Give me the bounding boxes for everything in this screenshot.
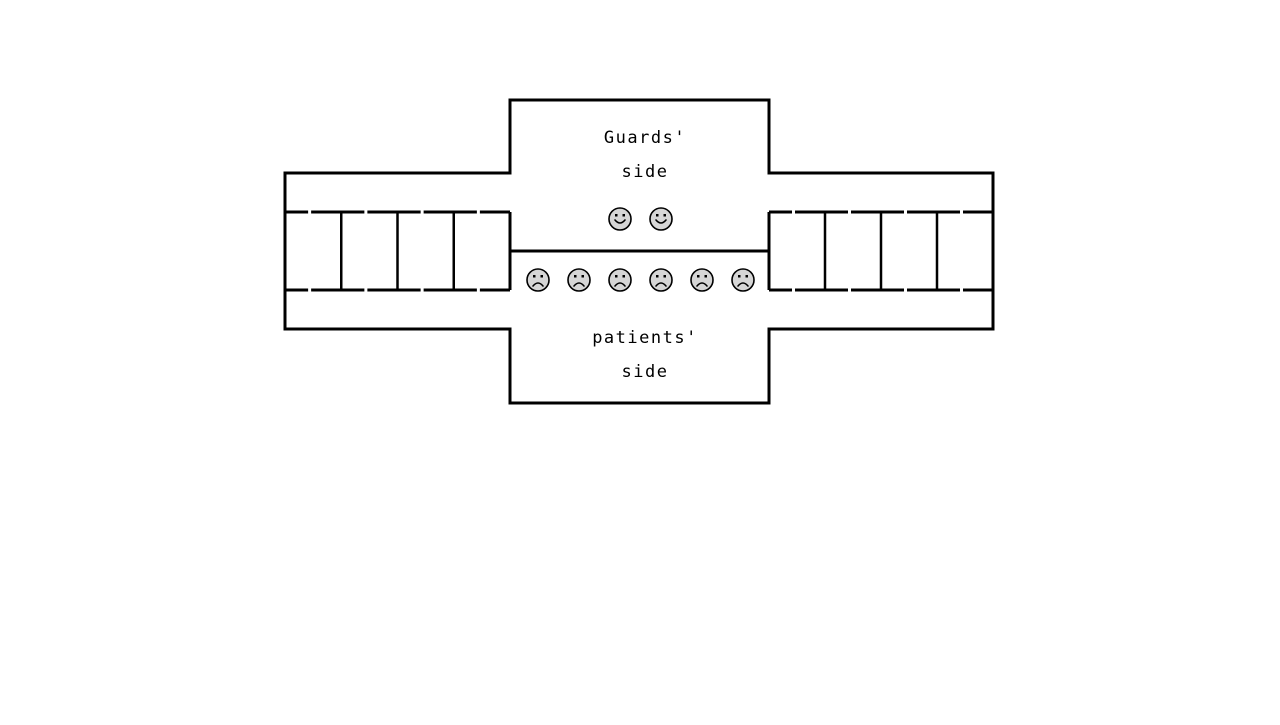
left-cell-door-bottom[interactable] (476, 288, 480, 292)
guard-smiley-icon[interactable] (649, 207, 673, 231)
left-cell-door-bottom[interactable] (420, 288, 424, 292)
patient-frowning-icon[interactable] (731, 268, 755, 292)
left-cell-door-top[interactable] (420, 210, 424, 214)
guards-side-label: Guards' (604, 128, 686, 148)
right-cell-door-bottom[interactable] (960, 288, 963, 292)
left-wing-cells (308, 210, 480, 292)
right-wing-cells (792, 210, 963, 292)
guard-smiley-icon[interactable] (608, 207, 632, 231)
left-cell-door-bottom[interactable] (364, 288, 368, 292)
patient-frowning-icon[interactable] (608, 268, 632, 292)
right-cell-door-top[interactable] (904, 210, 907, 214)
right-cell-door-bottom[interactable] (792, 288, 795, 292)
right-cell-door-bottom[interactable] (848, 288, 851, 292)
patients-group (526, 268, 755, 292)
patient-frowning-icon[interactable] (690, 268, 714, 292)
guards-group (608, 207, 673, 231)
patients-side-label: patients' (592, 328, 698, 348)
right-cell-door-top[interactable] (848, 210, 851, 214)
patient-frowning-icon[interactable] (526, 268, 550, 292)
right-cell-door-top[interactable] (960, 210, 963, 214)
left-cell-door-top[interactable] (476, 210, 480, 214)
patients-side-label-line2: side (622, 362, 669, 382)
building-outline (283, 98, 995, 405)
right-cell-door-top[interactable] (792, 210, 795, 214)
left-cell-door-top[interactable] (364, 210, 368, 214)
patient-frowning-icon[interactable] (649, 268, 673, 292)
patient-frowning-icon[interactable] (567, 268, 591, 292)
right-cell-door-bottom[interactable] (904, 288, 907, 292)
left-cell-door-bottom[interactable] (308, 288, 312, 292)
left-cell-door-top[interactable] (308, 210, 312, 214)
guards-side-label-line2: side (622, 162, 669, 182)
